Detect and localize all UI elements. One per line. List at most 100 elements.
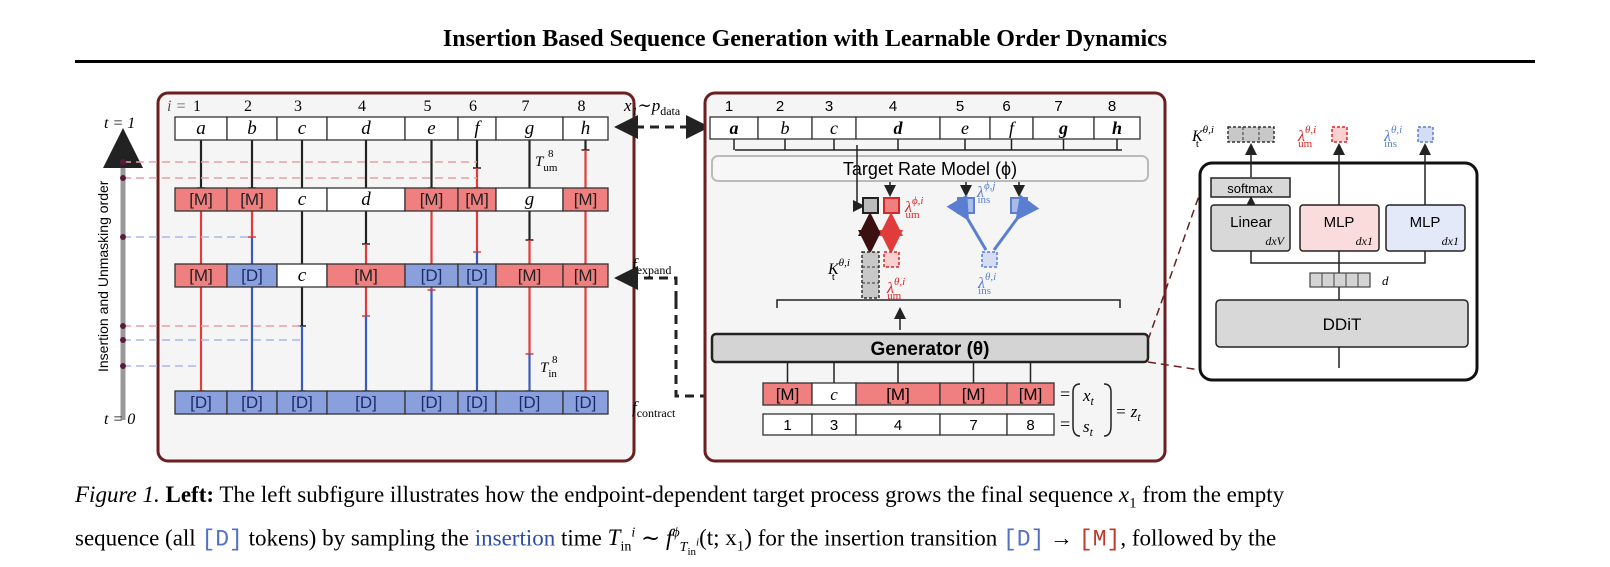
token-label: e (961, 118, 969, 138)
token-label: f (1009, 118, 1017, 138)
xt-eq: = (1060, 384, 1070, 404)
token-label: c (298, 118, 307, 139)
token-label: [D] (519, 393, 541, 412)
paper-header: Insertion Based Sequence Generation with… (75, 26, 1535, 63)
st-label: 7 (969, 417, 977, 434)
t-in-label: Tin (540, 360, 557, 380)
caption-text-2e: , followed by the (1120, 525, 1277, 551)
lambda-um-phi-square (883, 197, 900, 214)
xt-cell (1006, 382, 1055, 406)
token-label: c (830, 118, 838, 138)
K-phi-square (862, 197, 879, 214)
st-label: 1 (783, 417, 791, 434)
xt-label: [M] (1019, 385, 1043, 404)
time-axis: t = 1 t = 0 Insertion and Unmasking orde… (95, 115, 477, 428)
token-label: [M] (189, 266, 213, 285)
generator-box (710, 332, 1150, 364)
caption-line-2: sequence (all [D] tokens) by sampling th… (75, 519, 1535, 567)
f-expand-label: fexpand (632, 255, 671, 277)
token-label: a (196, 118, 206, 139)
token-label: b (781, 118, 790, 138)
token-label: [M] (518, 266, 542, 285)
caption-d-token: [D] (201, 526, 243, 553)
token-label: c (298, 265, 307, 286)
f-contract-label: fcontract (632, 398, 676, 420)
left-index: 4 (358, 98, 366, 115)
caption-text-1a: The left subfigure illustrates how the e… (219, 482, 1114, 507)
mlp-ins-dim: dx1 (1442, 234, 1459, 248)
token-label: h (1112, 118, 1122, 138)
caption-insertion[interactable]: insertion (474, 525, 556, 551)
index-label: i = (167, 98, 186, 115)
st-label: 8 (1026, 417, 1034, 434)
token-label: [M] (574, 190, 598, 209)
token-cell (562, 116, 609, 141)
generator-label: Generator (θ) (870, 339, 989, 360)
token-label: [D] (575, 393, 597, 412)
left-label: Left: (165, 482, 215, 507)
axis-event-dot (120, 159, 126, 165)
caption-sim: ∼ (640, 525, 661, 551)
right-index: 8 (1108, 98, 1116, 115)
left-index: 5 (424, 98, 432, 115)
token-label: d (361, 189, 371, 210)
left-index: 1 (193, 98, 201, 115)
token-label: b (247, 118, 257, 139)
caption-text-2b: tokens) by sampling the (248, 525, 469, 551)
xt-label: [M] (886, 385, 910, 404)
axis-label: Insertion and Unmasking order (95, 180, 111, 372)
mlp-ins-label: MLP (1410, 214, 1441, 231)
token-label: d (361, 118, 371, 139)
target-rate-model-box (711, 155, 1149, 182)
caption-T-in: Tini (607, 525, 636, 555)
caption-line-1: Figure 1. Left: The left subfigure illus… (75, 480, 1535, 519)
middle-connectors: x₁∼pdata fexpand fcontract (614, 96, 739, 420)
token-label: [M] (465, 190, 489, 209)
left-index: 6 (469, 98, 477, 115)
d-label: d (1382, 273, 1389, 288)
caption-text-1b: from the empty (1142, 482, 1285, 507)
linear-dim: dxV (1265, 234, 1285, 248)
token-cell (562, 390, 609, 415)
st-label: 4 (894, 417, 902, 434)
lambda-ins-phi-square-2 (1010, 197, 1028, 214)
caption-d-token-2: [D] (1002, 526, 1045, 553)
ddit-label: DDiT (1323, 315, 1362, 334)
t-in-sup: 8 (552, 354, 558, 366)
xt-label: [M] (776, 385, 800, 404)
left-index: 8 (578, 98, 586, 115)
caption-text-2c: time (561, 525, 602, 551)
token-cell (562, 263, 609, 288)
linear-label: Linear (1230, 214, 1272, 231)
token-label: c (298, 189, 307, 210)
token-label: [D] (241, 393, 263, 412)
right-index: 4 (889, 98, 897, 115)
axis-event-dot (120, 234, 126, 240)
left-index: 7 (522, 98, 530, 115)
token-label: [D] (421, 393, 443, 412)
caption-f: fϕTini(t; x1) (666, 525, 752, 558)
t-bottom-label: t = 0 (104, 411, 135, 428)
right-index: 6 (1002, 98, 1010, 115)
K-theta-stack (861, 251, 880, 299)
st-cell (1006, 413, 1055, 436)
token-label: g (1058, 118, 1068, 138)
caption-text-2a: sequence (all (75, 525, 196, 551)
right-index: 1 (725, 98, 733, 115)
caption-x1: x1 (1118, 482, 1137, 512)
ddit-box (1215, 299, 1469, 348)
token-label: f (474, 118, 482, 139)
st-label: 3 (830, 417, 838, 434)
t-top-label: t = 1 (104, 115, 135, 132)
left-index: 2 (244, 98, 252, 115)
paper-title: Insertion Based Sequence Generation with… (442, 26, 1168, 52)
